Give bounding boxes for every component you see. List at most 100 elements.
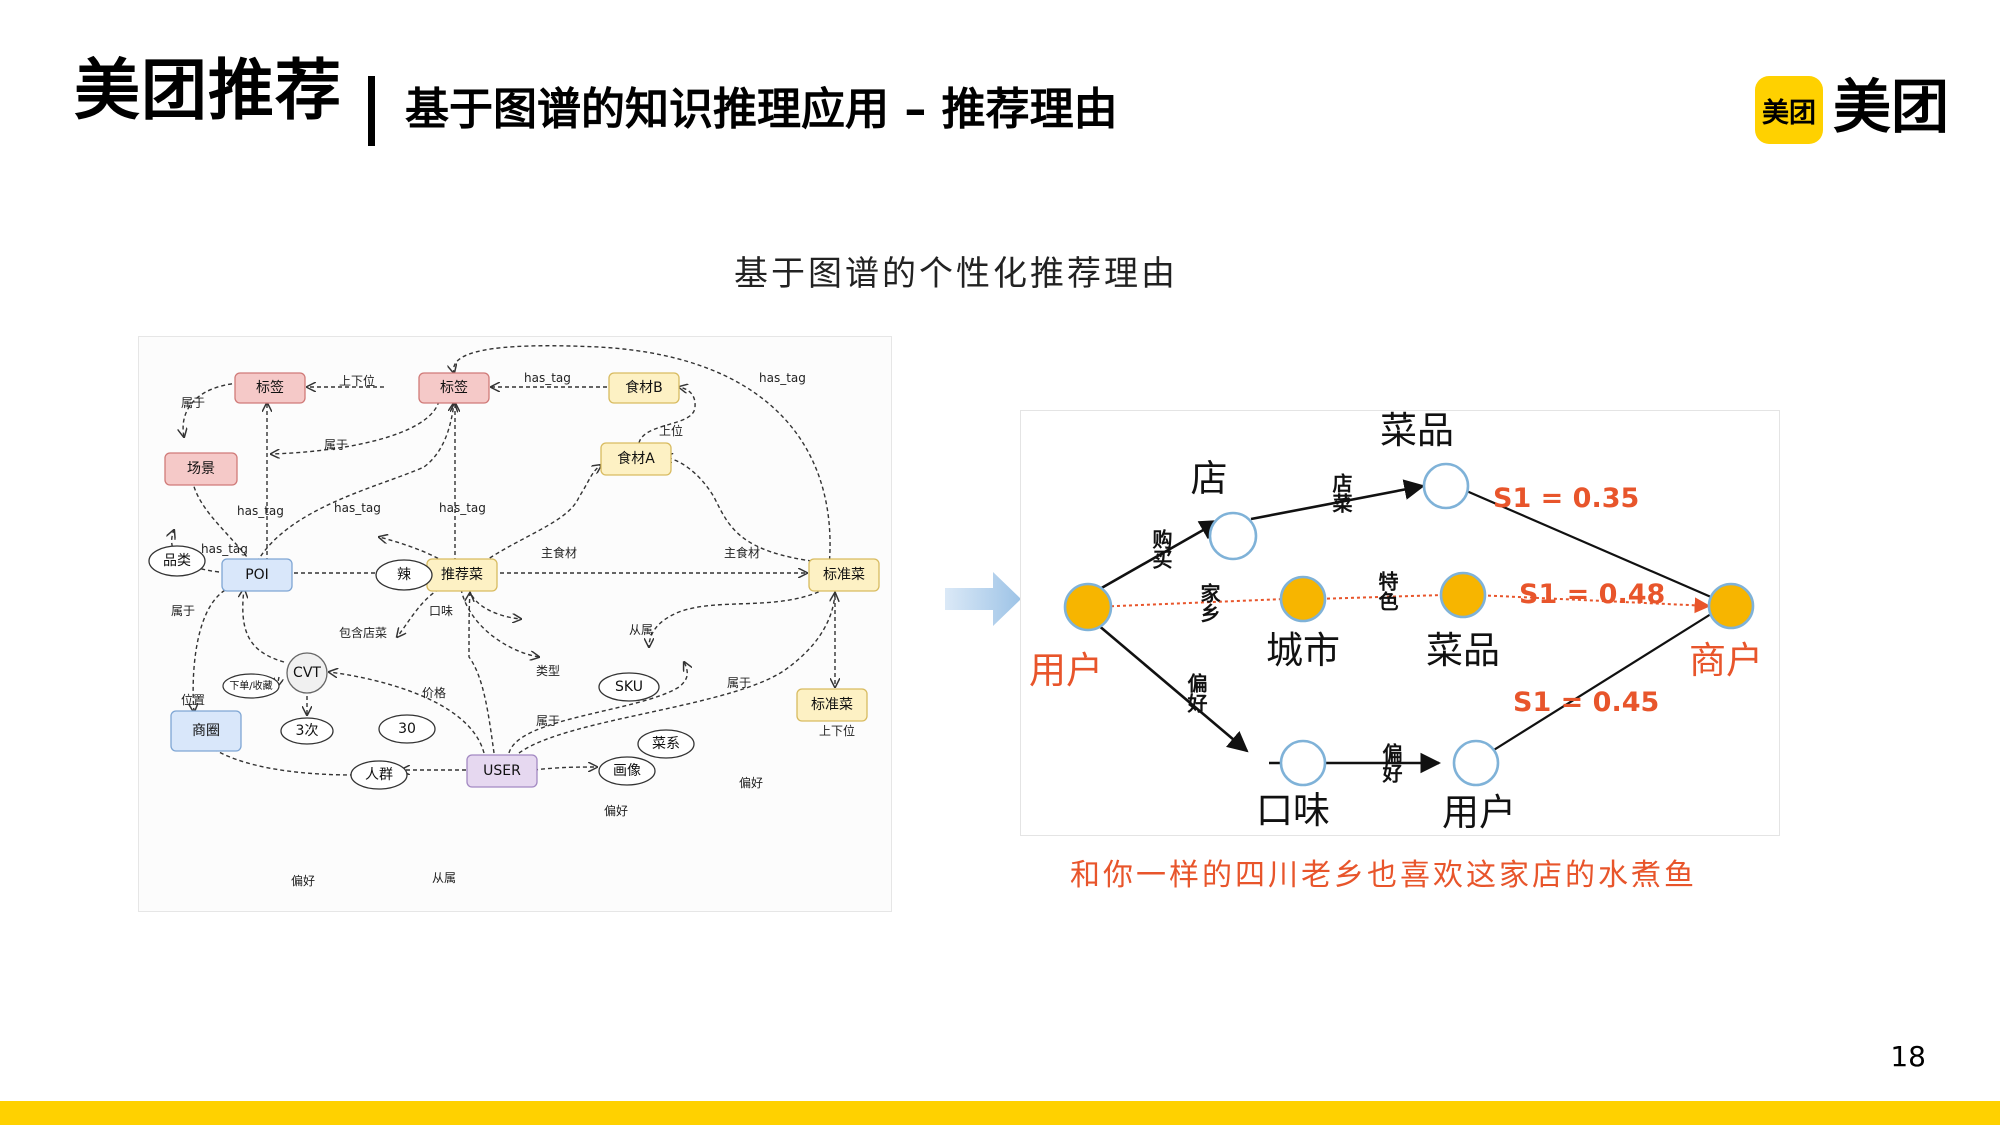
meituan-logo-icon: 美团 — [1755, 76, 1823, 144]
edge-user-std — [518, 593, 835, 754]
label-edge-shop-dish: 店菜 — [1329, 473, 1353, 514]
edge-label: 价格 — [422, 685, 446, 700]
label-merchant: 商户 — [1689, 639, 1763, 682]
label-user-left: 用户 — [1029, 649, 1103, 692]
edge-label: 属于 — [181, 396, 205, 410]
edge-hometown — [1092, 598, 1285, 608]
edge-label: 偏好 — [604, 803, 628, 818]
edge-std-cuisine — [649, 588, 826, 647]
edge-label: 口味 — [429, 604, 453, 618]
node-spicy: 辣 — [397, 567, 411, 583]
node-standard-dish: 标准菜 — [823, 567, 865, 583]
meituan-logo-wordmark: 美团 — [1833, 73, 1950, 141]
edge-label: 偏好 — [739, 775, 763, 790]
edge-std-ingredient-a — [664, 457, 820, 563]
edge-cvt-poi — [243, 589, 285, 663]
edge-user-portrait — [533, 767, 597, 770]
label-city: 城市 — [1266, 629, 1340, 672]
edge-label: 主食材 — [541, 545, 577, 560]
edge-buy — [1090, 519, 1221, 596]
reasoning-path-panel: 用户 店 菜品 城市 菜品 商户 口味 用户 购买 店菜 家乡 特色 偏好 偏好… — [1020, 409, 1780, 836]
node-scene: 场景 — [187, 461, 215, 477]
label-shop: 店 — [1191, 457, 1228, 500]
label-taste: 口味 — [1256, 789, 1330, 832]
label-edge-specialty: 特色 — [1375, 570, 1399, 611]
edge-dish-ingredient-a — [483, 465, 601, 563]
node-recommended-dish: 推荐菜 — [441, 567, 483, 583]
edge-label: has_tag — [759, 371, 806, 385]
edge-std-hastag — [454, 345, 831, 568]
edge-label: 属于 — [324, 438, 348, 452]
edge-label: 主食材 — [724, 545, 760, 560]
node-user-bottom — [1452, 739, 1500, 787]
right-arrow-icon — [945, 572, 1021, 626]
edge-prefer-taste — [1090, 618, 1249, 753]
edge-label: 属于 — [171, 604, 195, 618]
edge-upper — [638, 387, 696, 444]
knowledge-graph-panel: 上下位 has_tag has_tag 属于 属于 上位 has_tag has… — [138, 336, 892, 912]
node-district: 商圈 — [192, 723, 220, 739]
edge-label: 包含店菜 — [339, 625, 387, 640]
edge-label: 上下位 — [339, 373, 375, 388]
edge-type — [468, 588, 521, 619]
node-taste — [1279, 739, 1327, 787]
edge-tag-scene — [183, 382, 240, 437]
edge-dish-cuisine — [460, 588, 539, 657]
node-order-fav: 下单/收藏 — [229, 679, 272, 692]
slide-title: 美团推荐 — [74, 52, 342, 129]
node-dish-top — [1422, 462, 1470, 510]
edge-tag2-scene — [271, 400, 440, 454]
edge-label: 上位 — [659, 423, 683, 438]
node-shop — [1208, 511, 1258, 561]
node-user: USER — [483, 763, 521, 779]
node-city — [1279, 575, 1327, 623]
score-mid: S1 = 0.48 — [1519, 579, 1665, 610]
label-edge-hometown: 家乡 — [1197, 582, 1221, 623]
edge-label: 从属 — [432, 871, 456, 885]
node-merchant — [1707, 582, 1755, 630]
edge-price — [397, 588, 440, 637]
edge-label: has_tag — [524, 371, 571, 385]
node-user-left — [1063, 582, 1113, 632]
edge-dish-merchant — [1454, 484, 1712, 599]
node-cuisine: 菜系 — [652, 736, 680, 752]
title-divider — [368, 76, 375, 146]
node-crowd: 人群 — [365, 767, 393, 783]
recommendation-reason: 和你一样的四川老乡也喜欢这家店的水煮鱼 — [1070, 858, 1697, 893]
edge-shop-dish — [1250, 479, 1426, 521]
knowledge-graph: 上下位 has_tag has_tag 属于 属于 上位 has_tag has… — [148, 345, 880, 888]
label-user-bottom: 用户 — [1442, 791, 1516, 834]
node-standard-dish-2: 标准菜 — [811, 697, 853, 713]
edge-poi-tag2 — [256, 403, 454, 563]
page-number: 18 — [1890, 1040, 1926, 1073]
edge-location — [193, 586, 232, 712]
node-ingredient-b: 食材B — [625, 379, 663, 396]
edge-label: 属于 — [536, 714, 560, 728]
edge-label: has_tag — [334, 501, 381, 515]
edge-to-merchant — [1475, 594, 1711, 614]
edge-label: 位置 — [181, 692, 205, 707]
node-portrait: 画像 — [613, 763, 641, 779]
edge-label: 上下位 — [819, 723, 855, 738]
edge-label: has_tag — [201, 542, 248, 556]
score-top: S1 = 0.35 — [1493, 483, 1639, 514]
label-edge-prefer-2: 偏好 — [1379, 742, 1403, 783]
label-dish-mid: 菜品 — [1426, 629, 1500, 672]
label-dish-top: 菜品 — [1380, 411, 1454, 452]
slide-subtitle: 基于图谱的知识推理应用 – 推荐理由 — [405, 84, 1118, 135]
edge-label: 类型 — [536, 664, 560, 678]
label-edge-buy: 购买 — [1149, 528, 1173, 570]
reasoning-path-diagram: 用户 店 菜品 城市 菜品 商户 口味 用户 购买 店菜 家乡 特色 偏好 偏好… — [1029, 409, 1763, 834]
node-dish-mid — [1439, 571, 1487, 619]
edge-user-merchant — [1472, 613, 1712, 764]
label-edge-prefer-1: 偏好 — [1184, 672, 1208, 713]
edge-label: 属于 — [727, 676, 751, 690]
node-price-30: 30 — [398, 721, 416, 737]
edge-label: 从属 — [629, 623, 653, 637]
footer-accent-bar — [0, 1101, 2000, 1125]
node-cvt: CVT — [293, 665, 321, 681]
edge-crowd-district — [197, 735, 355, 776]
edge-label: 偏好 — [291, 873, 315, 888]
node-tag-2: 标签 — [440, 379, 468, 396]
node-ingredient-a: 食材A — [617, 450, 655, 467]
